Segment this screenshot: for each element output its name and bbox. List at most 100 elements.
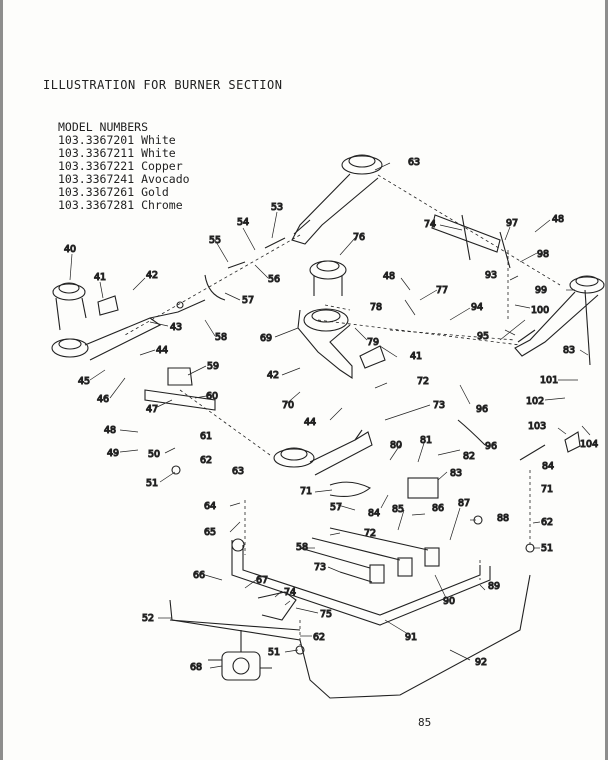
callout-101: 101 [540,375,558,386]
callout-40: 40 [64,244,76,255]
callout-87: 87 [458,498,470,509]
callout-82: 82 [463,451,475,462]
callout-42: 42 [146,270,158,281]
callout-61: 61 [200,431,212,442]
callout-46: 46 [97,394,109,405]
callout-58: 58 [215,332,227,343]
callout-83b: 83 [563,345,575,356]
burner-63-front [273,429,373,476]
callout-57b: 57 [330,502,342,513]
page-number: 85 [418,716,432,729]
callout-75: 75 [320,609,332,620]
callout-93: 93 [485,270,497,281]
callout-72a: 72 [417,376,429,387]
scan-edge-right [605,0,608,760]
callout-48c: 48 [383,271,395,282]
callout-60: 60 [206,391,218,402]
model-numbers-header: MODEL NUMBERS [58,120,149,134]
callout-63a: 63 [232,466,244,477]
callout-59: 59 [207,361,219,372]
callout-65: 65 [204,527,216,538]
callout-71b: 71 [541,484,553,495]
regulator-68 [208,630,272,681]
diagram-title: ILLUSTRATION FOR BURNER SECTION [43,78,283,92]
callout-68: 68 [190,662,202,673]
callout-86: 86 [432,503,444,514]
callout-49: 49 [107,448,119,459]
callout-74a: 74 [424,219,436,230]
callout-43: 43 [170,322,182,333]
callout-77: 77 [436,285,448,296]
callout-labels: 40 41 42 43 44 45 46 47 48 49 50 51 52 5… [63,156,598,673]
callout-64: 64 [204,501,216,512]
callout-73b: 73 [314,562,326,573]
callout-47: 47 [146,404,158,415]
callout-94: 94 [471,302,483,313]
callout-76: 76 [353,232,365,243]
burner-43-left [51,282,206,361]
callout-56: 56 [268,274,280,285]
model-numbers-list: MODEL NUMBERS 103.3367201 White 103.3367… [58,121,190,212]
burner-63-top [291,154,383,245]
model-number-row: 103.3367211 White [58,146,176,160]
model-number-row: 103.3367221 Copper [58,159,183,173]
callout-62b: 62 [541,517,553,528]
callout-62: 62 [200,455,212,466]
model-number-row: 103.3367261 Gold [58,185,169,199]
callout-71a: 71 [300,486,312,497]
model-number-row: 103.3367281 Chrome [58,198,183,212]
callout-84a: 84 [368,508,380,519]
callout-88: 88 [497,513,509,524]
valve-row [299,477,440,584]
callout-53: 53 [271,202,283,213]
callout-79: 79 [367,337,379,348]
scan-edge-left [0,0,3,760]
callout-73a: 73 [433,400,445,411]
callout-51b: 51 [541,543,553,554]
callout-104: 104 [580,439,598,450]
callout-67: 67 [256,575,268,586]
callout-96a: 96 [476,404,488,415]
callout-80: 80 [390,440,402,451]
callout-84b: 84 [542,461,554,472]
callout-72b: 72 [364,528,376,539]
callout-44: 44 [156,345,168,356]
callout-97: 97 [506,218,518,229]
callout-103: 103 [528,421,546,432]
callout-100: 100 [531,305,549,316]
callout-45: 45 [78,376,90,387]
model-number-row: 103.3367201 White [58,133,176,147]
callout-70: 70 [282,400,294,411]
callout-48: 48 [104,425,116,436]
callout-41: 41 [94,272,106,283]
callout-leaders [69,162,591,669]
callout-51: 51 [146,478,158,489]
callout-66: 66 [193,570,205,581]
callout-102: 102 [526,396,544,407]
callout-95: 95 [477,331,489,342]
callout-83a: 83 [450,468,462,479]
callout-57: 57 [242,295,254,306]
callout-81: 81 [420,435,432,446]
callout-78: 78 [370,302,382,313]
callout-92: 92 [475,657,487,668]
callout-91: 91 [405,632,417,643]
callout-62c: 62 [313,632,325,643]
burner-99-right [514,275,605,357]
callout-42b: 42 [267,370,279,381]
callout-52: 52 [142,613,154,624]
callout-98: 98 [537,249,549,260]
callout-54: 54 [237,217,249,228]
callout-63b: 63 [408,157,420,168]
burner-69-center [297,260,353,380]
callout-89: 89 [488,581,500,592]
callout-99: 99 [535,285,547,296]
callout-96b: 96 [485,441,497,452]
gas-line-92 [169,574,531,699]
callout-41b: 41 [410,351,422,362]
callout-69: 69 [260,333,272,344]
callout-74b: 74 [284,587,296,598]
callout-55: 55 [209,235,221,246]
